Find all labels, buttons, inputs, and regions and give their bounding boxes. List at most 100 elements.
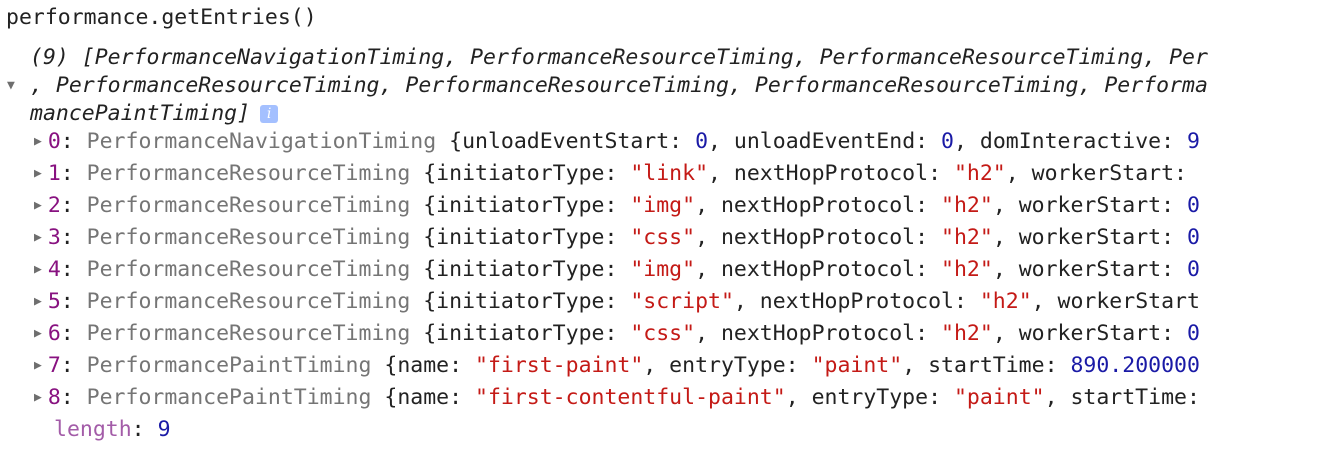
expand-triangle-icon[interactable]: ▶ bbox=[34, 166, 42, 181]
entry-class-name: PerformanceNavigationTiming bbox=[86, 129, 437, 154]
entry-spacer bbox=[410, 321, 423, 346]
string-value: "h2" bbox=[953, 161, 1006, 186]
property-key: , workerStart: bbox=[992, 257, 1187, 282]
entry-colon: : bbox=[60, 161, 87, 186]
entry-index: 3 bbox=[47, 225, 61, 250]
entry-row[interactable]: ▶ 8: PerformancePaintTiming {name: "first… bbox=[34, 382, 1213, 414]
entry-spacer bbox=[371, 353, 384, 378]
entry-index: 0 bbox=[47, 129, 61, 154]
expand-triangle-icon[interactable]: ▶ bbox=[34, 390, 42, 405]
length-colon: : bbox=[131, 417, 158, 442]
array-summary-line-2[interactable]: , PerformanceResourceTiming, Performance… bbox=[30, 73, 1208, 98]
entry-colon: : bbox=[60, 257, 87, 282]
entry-row[interactable]: ▶ 3: PerformanceResourceTiming {initiator… bbox=[34, 222, 1200, 254]
collapse-triangle-icon[interactable]: ▼ bbox=[7, 78, 15, 93]
console-command: performance.getEntries() bbox=[6, 5, 317, 30]
entry-row[interactable]: ▶0: PerformanceNavigationTiming {unloadE… bbox=[34, 126, 1200, 158]
expand-triangle-icon[interactable]: ▶ bbox=[34, 198, 42, 213]
entry-index: 4 bbox=[47, 257, 61, 282]
property-key: , workerStart: bbox=[1005, 161, 1200, 186]
entry-spacer bbox=[436, 129, 449, 154]
entry-colon: : bbox=[60, 353, 87, 378]
entry-class-name: PerformanceResourceTiming bbox=[86, 321, 411, 346]
string-value: "h2" bbox=[941, 225, 993, 250]
string-value: "h2" bbox=[941, 257, 993, 282]
string-value: "first-contentful-paint" bbox=[475, 385, 786, 410]
string-value: "h2" bbox=[979, 289, 1032, 314]
property-key: , workerStart: bbox=[992, 321, 1187, 346]
property-key: {unloadEventStart: bbox=[449, 129, 696, 154]
entry-spacer bbox=[410, 193, 423, 218]
entry-row[interactable]: ▶1: PerformanceResourceTiming {initiator… bbox=[34, 158, 1200, 190]
entry-index: 5 bbox=[47, 289, 61, 314]
string-value: "link" bbox=[630, 161, 709, 186]
entry-spacer bbox=[410, 289, 423, 314]
entry-spacer bbox=[410, 161, 423, 186]
length-key: length bbox=[54, 417, 132, 442]
property-key: , domInteractive: bbox=[953, 129, 1187, 154]
string-value: "first-paint" bbox=[475, 353, 644, 378]
number-value: 890.200000 bbox=[1070, 353, 1200, 378]
expand-triangle-icon[interactable]: ▶ bbox=[34, 358, 42, 373]
entry-colon: : bbox=[60, 321, 87, 346]
entry-row[interactable]: ▶6: PerformanceResourceTiming {initiator… bbox=[34, 318, 1200, 350]
string-value: "css" bbox=[630, 225, 696, 250]
entry-row[interactable]: ▶5: PerformanceResourceTiming {initiator… bbox=[34, 286, 1200, 318]
property-key: , entryType: bbox=[643, 353, 812, 378]
entry-spacer bbox=[410, 225, 423, 250]
entry-index: 2 bbox=[47, 193, 61, 218]
property-key: {initiatorType: bbox=[423, 321, 631, 346]
number-value: 0 bbox=[1186, 321, 1200, 346]
property-key: , workerStart: bbox=[992, 193, 1187, 218]
entry-class-name: PerformanceResourceTiming bbox=[86, 257, 411, 282]
property-key: , nextHopProtocol: bbox=[695, 225, 942, 250]
string-value: "h2" bbox=[941, 193, 993, 218]
property-key: , nextHopProtocol: bbox=[695, 321, 942, 346]
entry-index: 8 bbox=[47, 385, 61, 410]
entry-class-name: PerformancePaintTiming bbox=[86, 385, 372, 410]
string-value: "css" bbox=[630, 321, 696, 346]
property-key: , entryType: bbox=[785, 385, 954, 410]
entry-row[interactable]: ▶4: PerformanceResourceTiming {initiator… bbox=[34, 254, 1200, 286]
length-value: 9 bbox=[157, 417, 171, 442]
property-key: , nextHopProtocol: bbox=[708, 161, 954, 186]
property-key: , nextHopProtocol: bbox=[695, 193, 942, 218]
string-value: "img" bbox=[630, 193, 696, 218]
array-summary-line-1[interactable]: (9) [PerformanceNavigationTiming, Perfor… bbox=[30, 45, 1208, 70]
number-value: 0 bbox=[1186, 225, 1200, 250]
entry-class-name: PerformancePaintTiming bbox=[86, 353, 372, 378]
entry-colon: : bbox=[60, 193, 87, 218]
string-value: "img" bbox=[630, 257, 696, 282]
string-value: "paint" bbox=[811, 353, 903, 378]
length-property: length: 9 bbox=[54, 414, 171, 446]
expand-triangle-icon[interactable]: ▶ bbox=[34, 230, 42, 245]
number-value: 0 bbox=[1186, 257, 1200, 282]
array-summary-line-3[interactable]: mancePaintTiming]i bbox=[30, 98, 279, 130]
property-key: , startTime: bbox=[902, 353, 1071, 378]
entry-row[interactable]: ▶2: PerformanceResourceTiming {initiator… bbox=[34, 190, 1200, 222]
property-key: {initiatorType: bbox=[423, 225, 631, 250]
info-icon[interactable]: i bbox=[260, 105, 279, 123]
entry-class-name: PerformanceResourceTiming bbox=[86, 225, 411, 250]
expand-triangle-icon[interactable]: ▶ bbox=[34, 326, 42, 341]
expand-triangle-icon[interactable]: ▶ bbox=[34, 134, 42, 149]
entry-row[interactable]: ▶7: PerformancePaintTiming {name: "first… bbox=[34, 350, 1200, 382]
entry-colon: : bbox=[60, 225, 87, 250]
entry-class-name: PerformanceResourceTiming bbox=[86, 289, 411, 314]
expand-triangle-icon[interactable]: ▶ bbox=[34, 294, 42, 309]
entry-spacer bbox=[371, 385, 384, 410]
string-value: "script" bbox=[630, 289, 734, 314]
property-key: {initiatorType: bbox=[423, 193, 631, 218]
expand-triangle-icon[interactable]: ▶ bbox=[34, 262, 42, 277]
property-key: {name: bbox=[384, 385, 476, 410]
property-key: , nextHopProtocol: bbox=[695, 257, 942, 282]
entry-index: 1 bbox=[47, 161, 61, 186]
number-value: 9 bbox=[1186, 129, 1200, 154]
string-value: "h2" bbox=[941, 321, 993, 346]
property-key: , workerStart: bbox=[992, 225, 1187, 250]
entry-spacer bbox=[410, 257, 423, 282]
property-key: {initiatorType: bbox=[423, 161, 631, 186]
entry-colon: : bbox=[60, 385, 87, 410]
property-key: , unloadEventEnd: bbox=[708, 129, 942, 154]
property-key: , nextHopProtocol: bbox=[733, 289, 980, 314]
